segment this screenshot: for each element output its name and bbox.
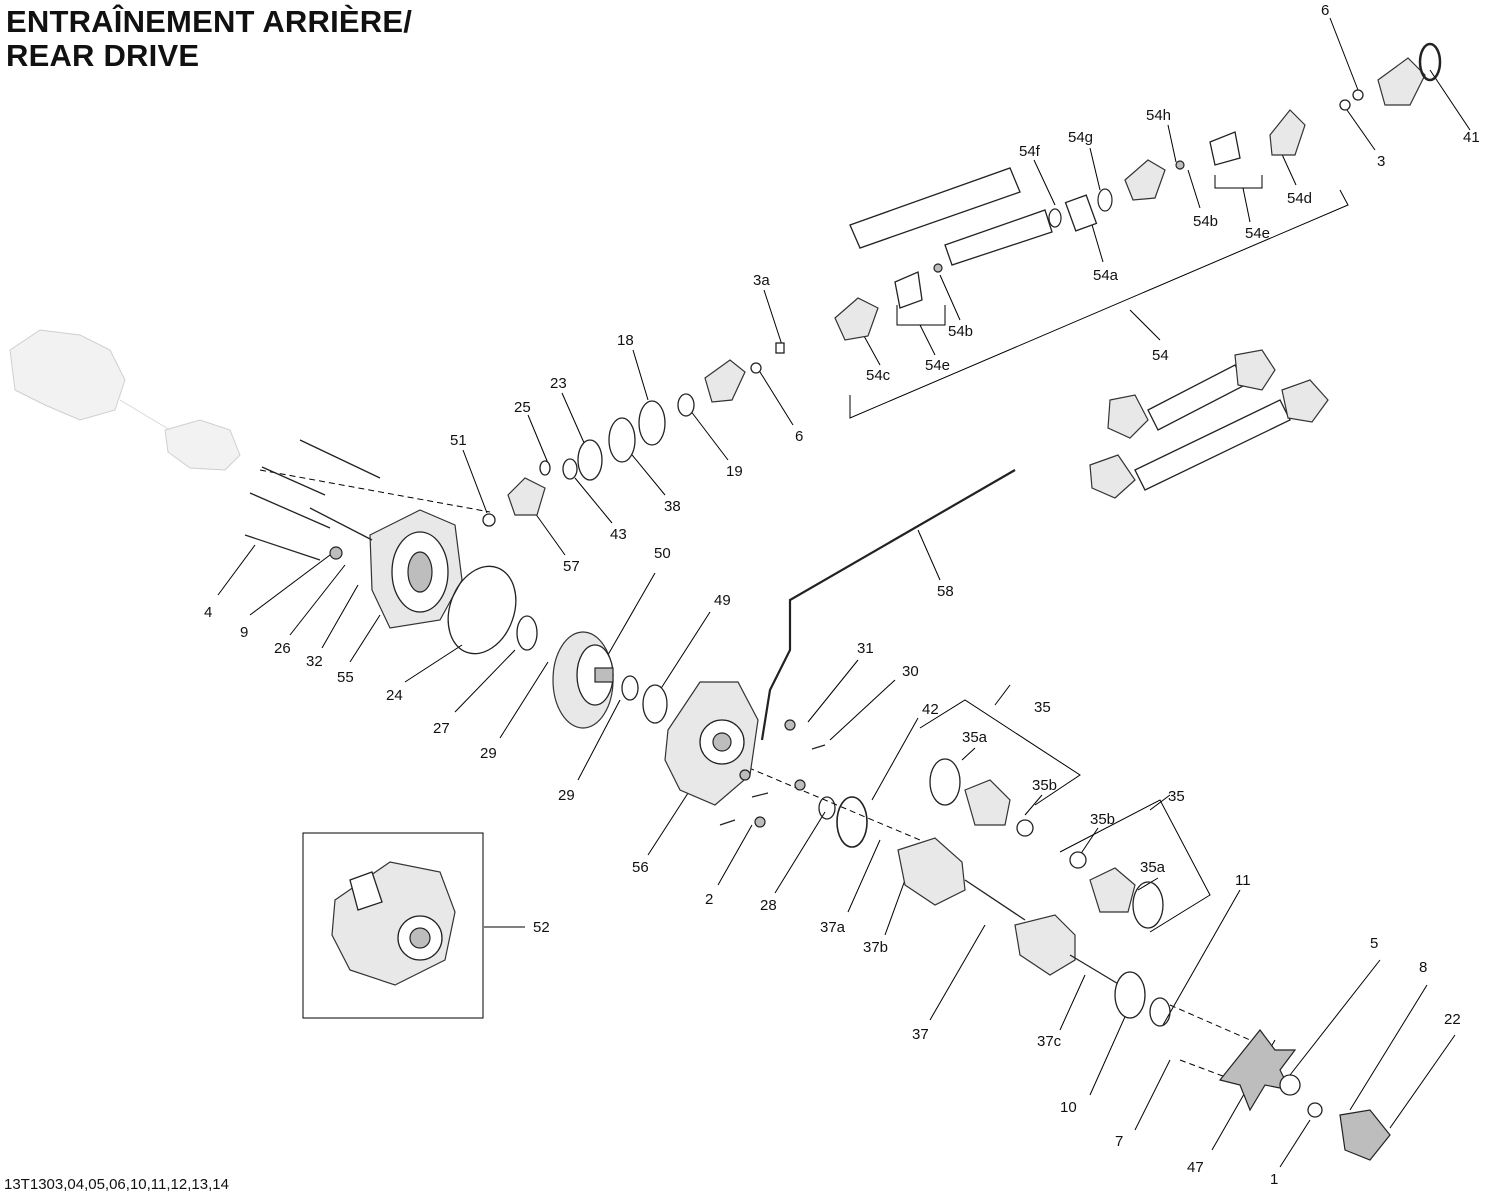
callout-label: 37a: [820, 919, 846, 936]
callout-label: 54e: [1245, 225, 1270, 242]
yoke-and-washer: [704, 342, 785, 403]
callout-label: 30: [902, 663, 919, 680]
callout-label: 35a: [962, 729, 988, 746]
callout-label: 3a: [753, 272, 770, 289]
callout-label: 54e: [925, 357, 950, 374]
callout-label: 35: [1168, 788, 1185, 805]
callout-label: 35: [1034, 699, 1051, 716]
callout-label: 54b: [1193, 213, 1218, 230]
callout-label: 43: [610, 526, 627, 543]
o-ring: [447, 565, 517, 655]
inset-housing: [331, 861, 456, 986]
axle-drive-shaft: [897, 837, 1146, 1019]
callout-label: 4: [204, 604, 212, 621]
callout-label: 18: [617, 332, 634, 349]
callout-label: 57: [563, 558, 580, 575]
callout-label: 35b: [1032, 777, 1057, 794]
callout-label: 6: [1321, 2, 1329, 19]
title-english: REAR DRIVE: [6, 38, 200, 73]
callout-label: 54c: [866, 367, 891, 384]
callout-label: 6: [795, 428, 803, 445]
callout-label: 29: [480, 745, 497, 762]
callout-label: 29: [558, 787, 575, 804]
wheel-hub: [1149, 997, 1391, 1161]
callout-label: 27: [433, 720, 450, 737]
callout-label: 47: [1187, 1159, 1204, 1176]
callout-label: 37c: [1037, 1033, 1062, 1050]
callout-label: 1: [1270, 1171, 1278, 1188]
callout-label: 52: [533, 919, 550, 936]
callout-label: 11: [1235, 872, 1251, 889]
callout-label: 3: [1377, 153, 1385, 170]
callout-label: 54d: [1287, 190, 1312, 207]
callout-label: 56: [632, 859, 649, 876]
complete-driveshafts: [1089, 349, 1329, 499]
pinion-gear: [482, 477, 546, 527]
callout-label: 2: [705, 891, 713, 908]
callout-label: 37b: [863, 939, 888, 956]
callout-label: 49: [714, 592, 731, 609]
breather-tube: [760, 469, 1016, 741]
callout-label: 28: [760, 897, 777, 914]
callout-label: 50: [654, 545, 671, 562]
callout-label: 54h: [1146, 107, 1171, 124]
seal-ring: [836, 796, 868, 848]
title-french: ENTRAÎNEMENT ARRIÈRE/: [6, 4, 413, 39]
rear-housing-left: [244, 439, 463, 629]
callout-label: 54a: [1093, 267, 1119, 284]
washer: [818, 796, 836, 820]
callout-label: 54b: [948, 323, 973, 340]
callout-label: 5: [1370, 935, 1378, 952]
callout-label: 22: [1444, 1011, 1461, 1028]
callout-label: 10: [1060, 1099, 1077, 1116]
callout-label: 54f: [1019, 143, 1041, 160]
reference-code: 13T1303,04,05,06,10,11,12,13,14: [4, 1176, 229, 1193]
callout-label: 55: [337, 669, 354, 686]
callout-label: 31: [857, 640, 874, 657]
bearing-set: [516, 393, 695, 724]
callout-label: 51: [450, 432, 467, 449]
callout-label: 23: [550, 375, 567, 392]
callout-label: 54g: [1068, 129, 1093, 146]
inset-box: [302, 832, 484, 1019]
callout-label: 37: [912, 1026, 929, 1043]
callout-label: 24: [386, 687, 403, 704]
callout-label: 26: [274, 640, 291, 657]
callout-labels: 6 41 3 54h 54g 54f 54b 54d 54e 54a 3a 54…: [204, 2, 1480, 1188]
callout-label: 19: [726, 463, 743, 480]
callout-label: 32: [306, 653, 323, 670]
gear-housing: [664, 681, 826, 828]
callout-label: 58: [937, 583, 954, 600]
callout-label: 35b: [1090, 811, 1115, 828]
callout-label: 8: [1419, 959, 1427, 976]
callout-label: 25: [514, 399, 531, 416]
callout-label: 42: [922, 701, 939, 718]
callout-label: 9: [240, 624, 248, 641]
callout-label: 7: [1115, 1133, 1123, 1150]
upper-driveshaft-assembly: [834, 42, 1442, 341]
callout-label: 35a: [1140, 859, 1166, 876]
ghost-engine-outline: [9, 329, 241, 471]
callout-label: 38: [664, 498, 681, 515]
callout-label: 41: [1463, 129, 1480, 146]
callout-label: 54: [1152, 347, 1169, 364]
ring-gear: [552, 631, 614, 729]
leader-lines: [217, 17, 1471, 1168]
cv-boot-kits: [929, 758, 1164, 929]
